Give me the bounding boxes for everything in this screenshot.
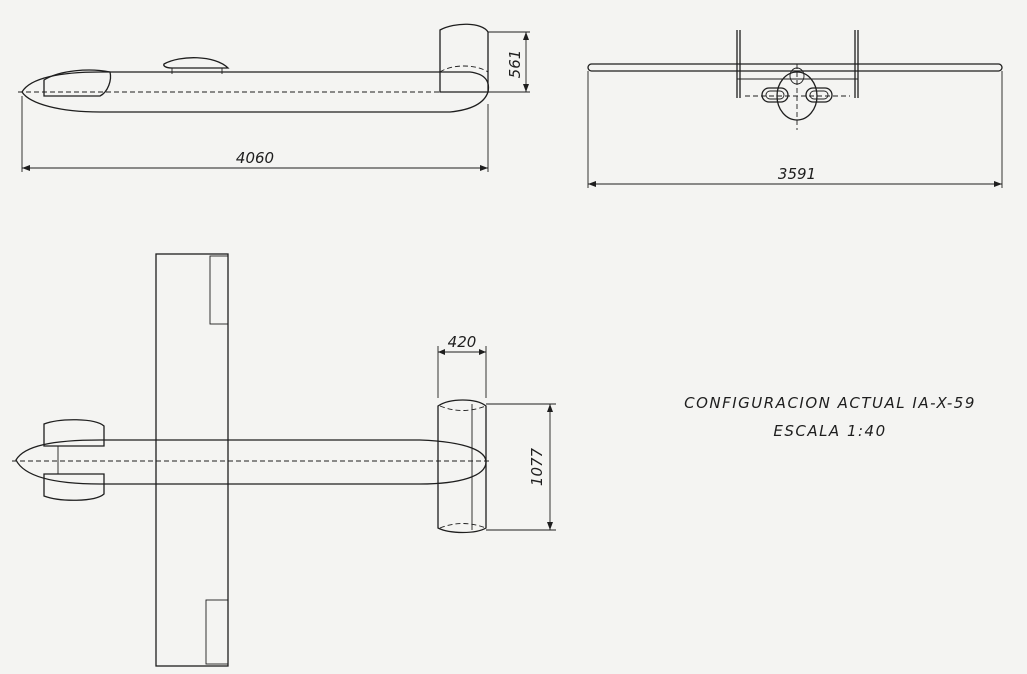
dim-label-tail-height: 561 bbox=[506, 50, 524, 79]
drawing-title: CONFIGURACION ACTUAL IA-X-59 bbox=[684, 394, 976, 412]
front-view-intake-left bbox=[761, 87, 789, 103]
front-view-wing bbox=[587, 63, 1003, 72]
front-view: 3591 bbox=[587, 30, 1003, 188]
drawing-scale: ESCALA 1:40 bbox=[773, 422, 887, 440]
top-view-intake-top bbox=[43, 419, 105, 447]
side-view-canopy bbox=[163, 57, 230, 69]
dim-label-tail-chord: 420 bbox=[448, 333, 477, 351]
side-view-vertical-tail bbox=[439, 23, 489, 93]
top-view: 420 1077 bbox=[12, 253, 556, 667]
top-view-wing bbox=[155, 253, 229, 667]
dim-label-span: 3591 bbox=[778, 165, 816, 183]
dim-label-tail-span: 1077 bbox=[528, 447, 546, 486]
side-view: 561 4060 bbox=[18, 23, 530, 172]
top-view-aileron-top bbox=[209, 255, 229, 325]
side-view-intake-pod bbox=[43, 69, 112, 97]
top-view-horizontal-tail bbox=[437, 399, 487, 534]
top-view-intake-bottom bbox=[43, 473, 105, 501]
dim-label-length: 4060 bbox=[236, 149, 274, 167]
top-view-aileron-bottom bbox=[205, 599, 229, 665]
front-view-intake-right bbox=[805, 87, 833, 103]
